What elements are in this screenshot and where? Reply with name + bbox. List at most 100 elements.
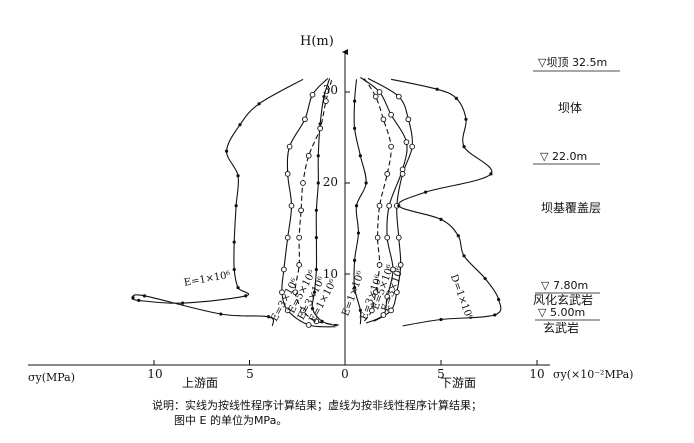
data-point bbox=[316, 181, 320, 185]
data-point bbox=[464, 117, 468, 121]
data-point bbox=[312, 290, 317, 294]
data-point bbox=[380, 116, 387, 123]
series-line bbox=[294, 80, 340, 326]
data-point bbox=[316, 154, 320, 158]
upstream-label: 上游面 bbox=[182, 376, 218, 390]
curve-markers bbox=[131, 87, 501, 328]
curve-label: D=1×10⁶ bbox=[448, 273, 475, 322]
level-label-22: ▽ 22.0m bbox=[540, 150, 587, 163]
data-point bbox=[137, 298, 141, 302]
data-point bbox=[131, 296, 135, 300]
data-point bbox=[224, 149, 229, 153]
data-point bbox=[317, 125, 324, 132]
data-point bbox=[142, 294, 147, 298]
data-point bbox=[284, 171, 291, 177]
data-point bbox=[376, 89, 383, 95]
data-point bbox=[320, 319, 324, 323]
data-point bbox=[390, 266, 396, 273]
data-point bbox=[232, 267, 236, 272]
data-point bbox=[284, 307, 291, 314]
y-tick-label: 20 bbox=[323, 175, 338, 189]
data-point bbox=[376, 202, 383, 209]
data-point bbox=[399, 171, 406, 177]
data-point bbox=[384, 171, 391, 177]
level-label-crest: ▽坝顶 32.5m bbox=[538, 55, 607, 69]
data-point bbox=[386, 202, 393, 209]
data-point bbox=[493, 313, 497, 317]
data-point bbox=[257, 102, 261, 106]
y-tick-label: 10 bbox=[323, 267, 338, 281]
x-left-unit: σy(MPa) bbox=[28, 371, 75, 384]
data-point bbox=[358, 308, 362, 312]
caption-line-2: 图中 E 的单位为MPa。 bbox=[174, 414, 288, 427]
y-tick-label: 30 bbox=[323, 83, 338, 97]
data-point bbox=[409, 143, 416, 150]
data-point bbox=[298, 207, 304, 214]
data-point bbox=[313, 318, 320, 325]
data-point bbox=[395, 234, 402, 241]
data-point bbox=[292, 289, 299, 296]
data-point bbox=[384, 293, 391, 300]
data-point bbox=[314, 236, 318, 240]
data-point bbox=[376, 262, 383, 268]
data-point bbox=[384, 234, 391, 241]
data-point bbox=[181, 301, 185, 305]
series-line bbox=[390, 78, 502, 327]
data-point bbox=[353, 286, 357, 290]
data-point bbox=[310, 306, 315, 311]
data-point bbox=[435, 87, 439, 91]
series-line bbox=[363, 78, 392, 322]
data-point bbox=[232, 240, 236, 244]
data-point bbox=[236, 286, 240, 290]
data-point bbox=[489, 172, 493, 176]
data-point bbox=[281, 266, 287, 273]
data-point bbox=[399, 166, 406, 173]
data-point bbox=[314, 267, 318, 272]
zone-label-basalt: 玄武岩 bbox=[543, 320, 579, 335]
data-point bbox=[397, 262, 404, 268]
zone-label-overburden: 坝基覆盖层 bbox=[541, 201, 601, 215]
level-label-7.8: ▽ 7.80m bbox=[541, 279, 588, 292]
data-point bbox=[380, 312, 387, 318]
data-point bbox=[454, 96, 458, 100]
data-point bbox=[403, 139, 410, 145]
data-point bbox=[288, 202, 295, 209]
data-point bbox=[244, 294, 248, 298]
data-point bbox=[286, 143, 293, 150]
data-point bbox=[322, 94, 326, 99]
data-point bbox=[395, 93, 402, 100]
data-point bbox=[483, 276, 487, 281]
data-point bbox=[305, 322, 312, 328]
caption-line-1: 说明：实线为按线性程序计算结果；虚线为按非线性程序计算结果； bbox=[152, 399, 482, 412]
data-point bbox=[300, 180, 306, 186]
data-point bbox=[219, 312, 223, 316]
data-point bbox=[388, 143, 394, 150]
data-point bbox=[353, 126, 357, 130]
x-tick-label: 10 bbox=[529, 367, 544, 381]
zone-label-weathered-basalt: 风化玄武岩 bbox=[533, 292, 593, 307]
x-tick-label: 10 bbox=[147, 367, 162, 381]
y-axis-title: H(m) bbox=[300, 34, 334, 49]
data-point bbox=[397, 204, 401, 208]
data-point bbox=[497, 297, 501, 302]
data-point bbox=[405, 116, 412, 123]
data-point bbox=[323, 98, 329, 104]
data-point bbox=[462, 254, 466, 258]
data-point bbox=[302, 116, 308, 123]
data-point bbox=[374, 234, 381, 241]
data-point bbox=[388, 111, 394, 118]
x-right-unit: σy(×10⁻²MPa) bbox=[553, 368, 633, 381]
series-line bbox=[131, 78, 304, 327]
zone-label-dam: 坝体 bbox=[558, 101, 582, 115]
data-point bbox=[296, 234, 303, 241]
data-point bbox=[318, 122, 322, 126]
data-point bbox=[372, 93, 379, 100]
x-tick-label: 5 bbox=[246, 367, 254, 381]
curve-label: E=1×10⁶ bbox=[183, 270, 231, 289]
data-point bbox=[439, 217, 443, 221]
downstream-label: 下游面 bbox=[440, 376, 476, 390]
data-point bbox=[364, 181, 368, 185]
data-point bbox=[354, 204, 359, 208]
data-point bbox=[358, 154, 362, 158]
data-point bbox=[456, 234, 460, 238]
